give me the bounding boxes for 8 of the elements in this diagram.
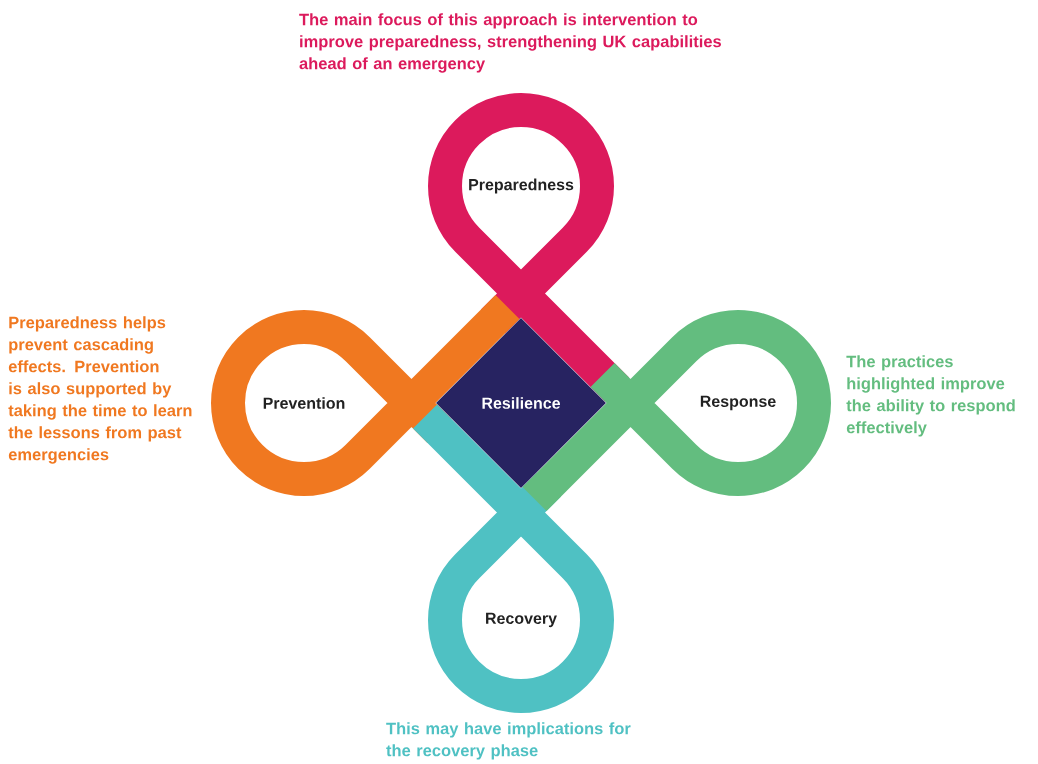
note-text: Preparedness helps prevent cascading effects. Prevention is also supported by taking the time to learn the lessons from past emergencies (8, 316, 192, 464)
note-text: The practices highlighted improve the ability to respond effectively (846, 355, 1015, 437)
note-text: The main focus of this approach is intervention to improve preparedness, strengthening UK capabilities ahead of an emergency (299, 13, 721, 73)
note-text: This may have implications for the recovery phase (386, 722, 631, 760)
loop-label: Recovery (486, 612, 557, 628)
loop-label: Prevention (263, 397, 345, 409)
loop-label: Response (700, 395, 776, 411)
loop-label: Preparedness (469, 178, 574, 194)
